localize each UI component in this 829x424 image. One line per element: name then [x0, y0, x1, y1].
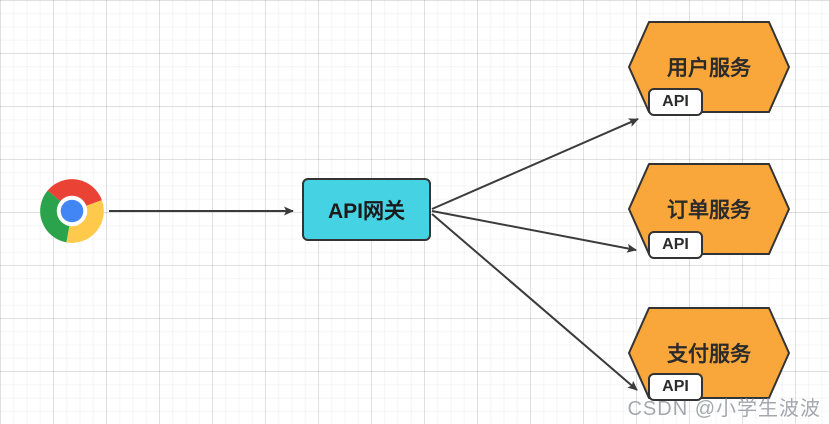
- edge-gateway-to-order-service: [431, 210, 637, 253]
- api-endpoint-users: API: [648, 88, 703, 116]
- api-endpoint-label: API: [662, 236, 689, 253]
- api-gateway-node: API网关: [302, 178, 431, 241]
- api-endpoint-label: API: [662, 93, 689, 110]
- csdn-watermark: CSDN @小学生波波: [627, 398, 821, 420]
- api-endpoint-label: API: [662, 378, 689, 395]
- api-endpoint-payments: API: [648, 373, 703, 401]
- service-label: 用户服务: [667, 57, 751, 80]
- service-label: 订单服务: [667, 199, 751, 222]
- api-gateway-label: API网关: [327, 199, 405, 223]
- chrome-browser-icon: [37, 176, 107, 246]
- service-label: 支付服务: [667, 343, 751, 366]
- edge-gateway-to-payment-service: [431, 213, 638, 391]
- edge-gateway-to-user-service: [431, 118, 639, 210]
- api-endpoint-orders: API: [648, 231, 703, 259]
